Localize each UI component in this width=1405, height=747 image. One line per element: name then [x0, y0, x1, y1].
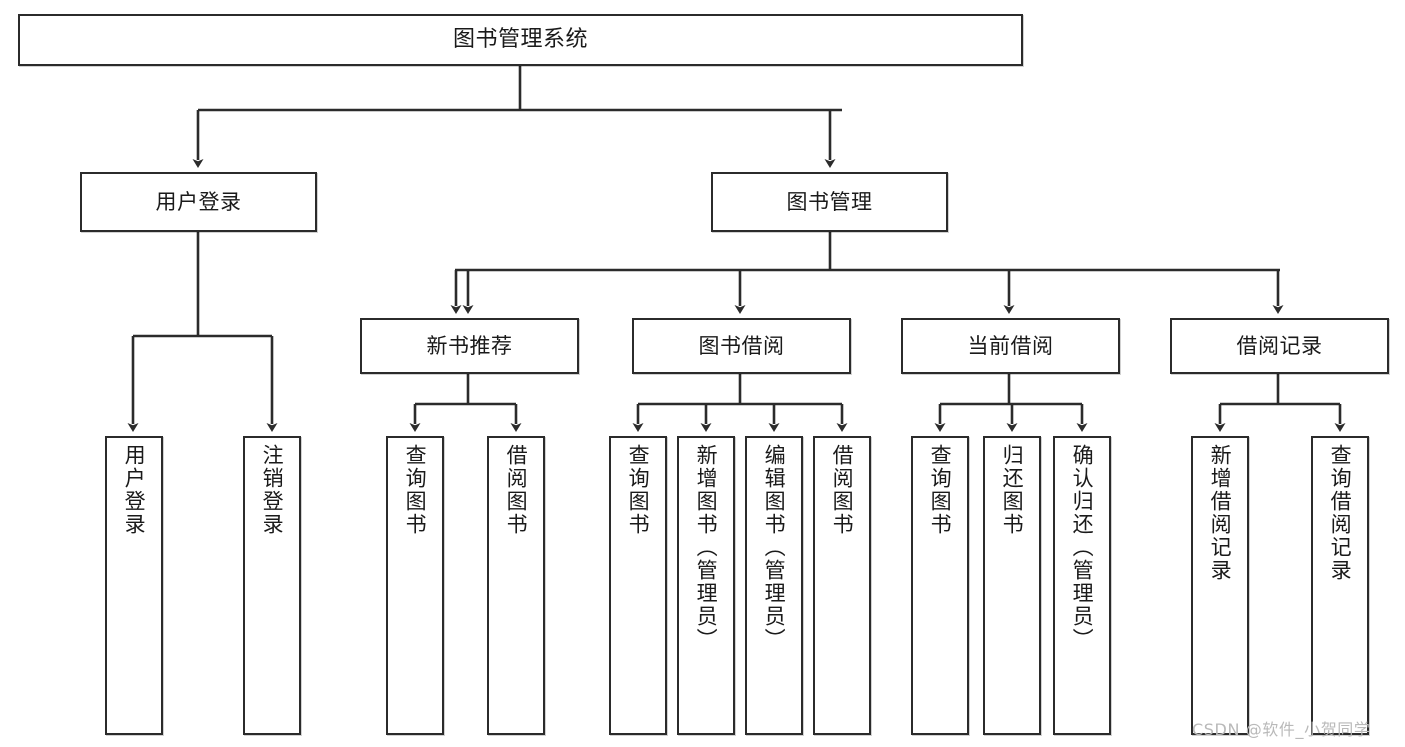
node-label: 借阅记录 — [1236, 333, 1323, 358]
node-label: 查询借阅记录 — [1328, 444, 1353, 582]
node-leaf-add-book[interactable]: 新增图书（管理员） — [677, 436, 735, 735]
node-label: 查询图书 — [626, 444, 651, 536]
node-leaf-borrow-book-recommend[interactable]: 借阅图书 — [487, 436, 545, 735]
node-book-borrow[interactable]: 图书借阅 — [632, 318, 851, 374]
node-label: 借阅图书 — [504, 444, 529, 536]
node-label: 编辑图书（管理员） — [762, 444, 787, 651]
node-leaf-query-book-borrow[interactable]: 查询图书 — [609, 436, 667, 735]
node-leaf-user-login[interactable]: 用户登录 — [105, 436, 163, 735]
node-label: 图书管理 — [786, 189, 873, 214]
node-label: 图书借阅 — [698, 333, 785, 358]
node-label: 归还图书 — [1000, 444, 1025, 536]
node-root-book-management-system[interactable]: 图书管理系统 — [18, 14, 1023, 66]
node-leaf-edit-book[interactable]: 编辑图书（管理员） — [745, 436, 803, 735]
node-label: 确认归还（管理员） — [1070, 444, 1095, 651]
node-label: 查询图书 — [403, 444, 428, 536]
node-leaf-add-borrow-record[interactable]: 新增借阅记录 — [1191, 436, 1249, 735]
node-leaf-logout[interactable]: 注销登录 — [243, 436, 301, 735]
node-label: 借阅图书 — [830, 444, 855, 536]
node-new-book-recommend[interactable]: 新书推荐 — [360, 318, 579, 374]
node-label: 新增图书（管理员） — [694, 444, 719, 651]
node-label: 图书管理系统 — [452, 27, 588, 53]
node-borrow-record[interactable]: 借阅记录 — [1170, 318, 1389, 374]
node-label: 当前借阅 — [967, 333, 1054, 358]
node-label: 用户登录 — [122, 444, 147, 536]
node-current-borrow[interactable]: 当前借阅 — [901, 318, 1120, 374]
node-label: 新增借阅记录 — [1208, 444, 1233, 582]
node-leaf-query-borrow-record[interactable]: 查询借阅记录 — [1311, 436, 1369, 735]
node-user-login[interactable]: 用户登录 — [80, 172, 317, 232]
node-label: 新书推荐 — [426, 333, 513, 358]
node-label: 查询图书 — [928, 444, 953, 536]
csdn-watermark: CSDN @软件_小贺同学 — [1192, 720, 1371, 739]
node-leaf-query-book-recommend[interactable]: 查询图书 — [386, 436, 444, 735]
node-leaf-return-book[interactable]: 归还图书 — [983, 436, 1041, 735]
node-label: 注销登录 — [260, 444, 285, 536]
node-leaf-borrow-book[interactable]: 借阅图书 — [813, 436, 871, 735]
node-book-management[interactable]: 图书管理 — [711, 172, 948, 232]
node-leaf-confirm-return[interactable]: 确认归还（管理员） — [1053, 436, 1111, 735]
node-leaf-query-book-current[interactable]: 查询图书 — [911, 436, 969, 735]
node-label: 用户登录 — [155, 189, 242, 214]
